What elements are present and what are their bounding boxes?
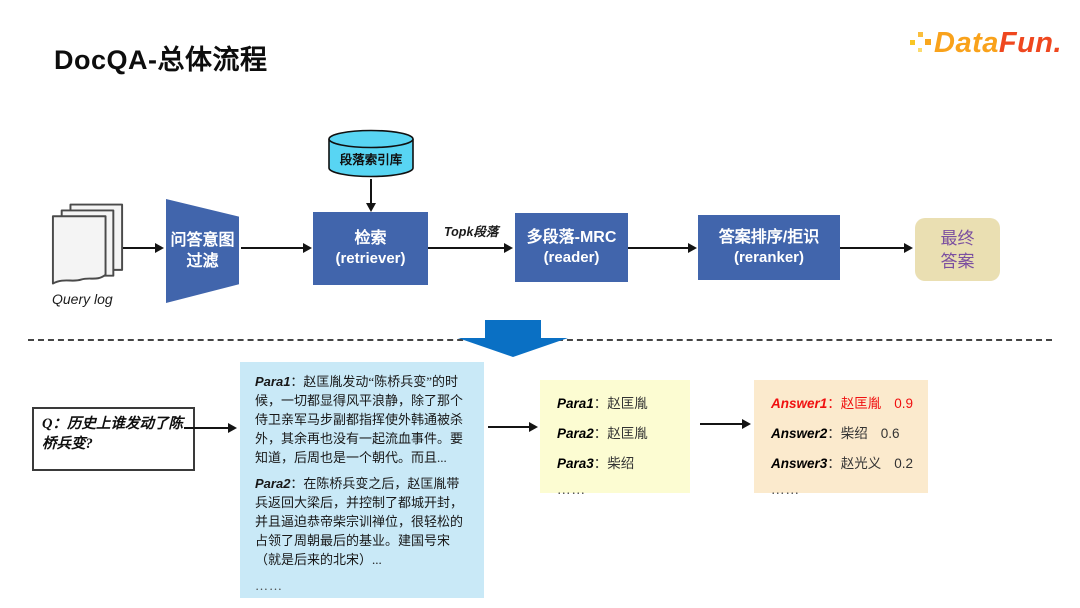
reader-output-row: Para2：赵匡胤 — [557, 422, 682, 442]
answer-value: ：柴绍 — [827, 426, 868, 441]
arrow-readerout-to-answers-icon — [700, 423, 742, 425]
reader-output-row: Para1：赵匡胤 — [557, 392, 682, 412]
passage-para2: Para2：在陈桥兵变之后，赵匡胤带兵返回大梁后，并控制了都城开封，并且逼迫恭帝… — [255, 474, 470, 569]
logo-text-data: Data — [934, 26, 999, 59]
answer-row: Answer2：柴绍 0.6 — [771, 422, 920, 442]
arrow-reader-to-reranker-icon — [628, 247, 688, 249]
para2-text: ：在陈桥兵变之后，赵匡胤带兵返回大梁后，并控制了都城开封，并且逼迫恭帝柴宗训禅位… — [255, 476, 464, 567]
answer-label: Answer3 — [771, 456, 828, 471]
index-db-label: 段落索引库 — [339, 153, 403, 167]
para2-label: Para2 — [255, 476, 291, 491]
reranker-line1: 答案排序/拒识 — [718, 229, 820, 246]
answer-score: 0.2 — [894, 456, 914, 471]
reader-output-label: Para1 — [557, 396, 594, 411]
retriever-line2: (retriever) — [335, 250, 406, 267]
arrow-db-to-retriever-icon — [370, 179, 372, 203]
question-box: Q：历史上谁发动了陈桥兵变? — [32, 407, 195, 471]
answers-box: Answer1：赵匡胤 0.9 Answer2：柴绍 0.6 Answer3：赵光义… — [754, 380, 928, 497]
question-label: Q： — [42, 416, 67, 432]
page-title: DocQA-总体流程 — [54, 45, 268, 75]
datafun-logo: DataFun. — [908, 24, 1062, 62]
reader-output-value: ：柴绍 — [593, 456, 635, 471]
final-answer-line1: 最终 — [940, 228, 975, 248]
logo-text: DataFun. — [934, 27, 1062, 60]
passages-ellipsis: …… — [255, 578, 283, 593]
answer-score: 0.6 — [880, 426, 900, 441]
answer-row: Answer3：赵光义 0.2 — [771, 452, 920, 472]
arrow-passages-to-readerout-icon — [488, 426, 529, 428]
answers-ellipsis: …… — [771, 482, 800, 497]
reranker-line2: (reranker) — [733, 249, 805, 266]
answer-value: ：赵光义 — [827, 456, 882, 471]
question-text: 历史上谁发动了陈桥兵变? — [42, 416, 183, 452]
answer-label: Answer2 — [771, 426, 828, 441]
reader-output-label: Para3 — [557, 456, 594, 471]
arrow-question-to-passages-icon — [184, 427, 228, 429]
reader-output-box: Para1：赵匡胤 Para2：赵匡胤 Para3：柴绍 …… — [540, 380, 690, 497]
retriever-box: 检索 (retriever) — [313, 212, 428, 285]
passages-box: Para1：赵匡胤发动“陈桥兵变”的时候，一切都显得风平浪静，除了那个侍卫亲军马… — [240, 362, 484, 598]
passage-para1: Para1：赵匡胤发动“陈桥兵变”的时候，一切都显得风平浪静，除了那个侍卫亲军马… — [255, 372, 470, 467]
intent-filter-line2: 过滤 — [186, 253, 219, 270]
paragraph-index-db: 段落索引库 — [327, 129, 415, 179]
final-answer-line2: 答案 — [940, 251, 975, 271]
answer-value: ：赵匡胤 — [827, 396, 882, 411]
reader-output-row: Para3：柴绍 — [557, 452, 682, 472]
answer-row: Answer1：赵匡胤 0.9 — [771, 392, 920, 412]
reranker-box: 答案排序/拒识 (reranker) — [698, 215, 840, 280]
reader-line1: 多段落-MRC — [526, 229, 617, 246]
final-answer-box: 最终 答案 — [915, 218, 1000, 281]
expand-down-arrow-icon — [458, 320, 568, 357]
query-log-label: Query log — [52, 291, 113, 307]
arrow-reranker-to-final-icon — [840, 247, 904, 249]
reader-output-value: ：赵匡胤 — [593, 426, 648, 441]
reader-output-ellipsis: …… — [557, 482, 586, 497]
reader-output-label: Para2 — [557, 426, 594, 441]
para1-label: Para1 — [255, 374, 291, 389]
reader-output-value: ：赵匡胤 — [593, 396, 648, 411]
database-cylinder-icon — [328, 129, 414, 178]
answer-score: 0.9 — [894, 396, 914, 411]
reader-box: 多段落-MRC (reader) — [515, 213, 628, 282]
logo-pixels-icon — [910, 32, 931, 52]
arrow-retriever-to-reader-icon — [428, 247, 504, 249]
arrow-filter-to-retriever-icon — [241, 247, 303, 249]
arrow-querylog-to-filter-icon — [123, 247, 155, 249]
intent-filter-shape: 问答意图 过滤 — [166, 199, 239, 303]
logo-text-fun: Fun. — [998, 26, 1063, 59]
intent-filter-line1: 问答意图 — [170, 232, 235, 249]
topk-arrow-label: Topk段落 — [444, 225, 499, 239]
answer-label: Answer1 — [771, 396, 828, 411]
retriever-line1: 检索 — [354, 230, 387, 247]
query-log-documents-icon — [51, 203, 124, 285]
para1-text: ：赵匡胤发动“陈桥兵变”的时候，一切都显得风平浪静，除了那个侍卫亲军马步副都指挥… — [255, 374, 464, 465]
reader-line2: (reader) — [543, 249, 600, 266]
